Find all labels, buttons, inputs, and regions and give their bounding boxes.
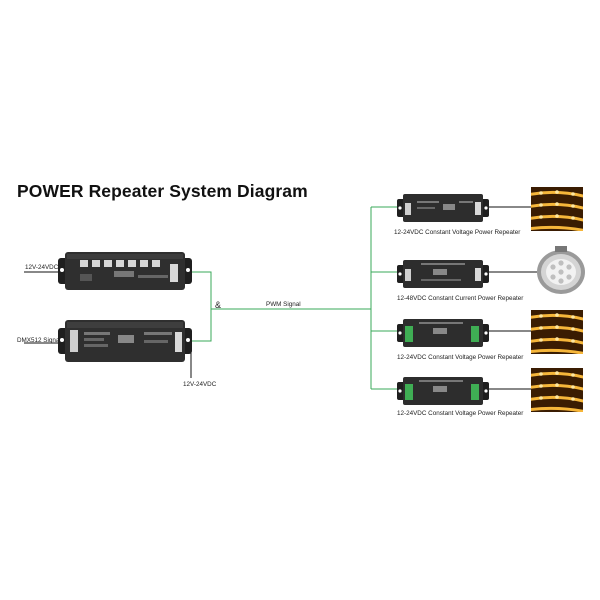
repeater-3-label: 12-24VDC Constant Voltage Power Repeater <box>397 354 524 361</box>
power-input-label: 12V-24VDC <box>25 264 59 271</box>
repeater-1-device <box>397 194 489 222</box>
pwm-signal-label: PWM Signal <box>266 301 301 308</box>
repeater-4-label: 12-24VDC Constant Voltage Power Repeater <box>397 410 524 417</box>
junction-ampersand: & <box>215 300 222 310</box>
led-strip-photo-4 <box>531 368 583 412</box>
controller-signal-wire <box>191 271 212 342</box>
led-downlight-photo <box>537 246 585 294</box>
repeater-3-device <box>397 319 489 347</box>
led-strip-photo-3 <box>531 310 583 354</box>
repeater-1-label: 12-24VDC Constant Voltage Power Repeater <box>394 229 521 236</box>
repeater-2-label: 12-48VDC Constant Current Power Repeater <box>397 295 524 302</box>
repeater-4-device <box>397 377 489 405</box>
dmx-input-label: DMX512 Signal <box>17 337 61 344</box>
power-input-label-2: 12V-24VDC <box>183 381 217 388</box>
led-strip-photo-1 <box>531 187 583 231</box>
dmx-decoder-device <box>58 320 192 362</box>
diagram-title: POWER Repeater System Diagram <box>17 181 308 201</box>
repeater-2-device <box>397 260 489 288</box>
power-repeater-device <box>58 252 192 290</box>
